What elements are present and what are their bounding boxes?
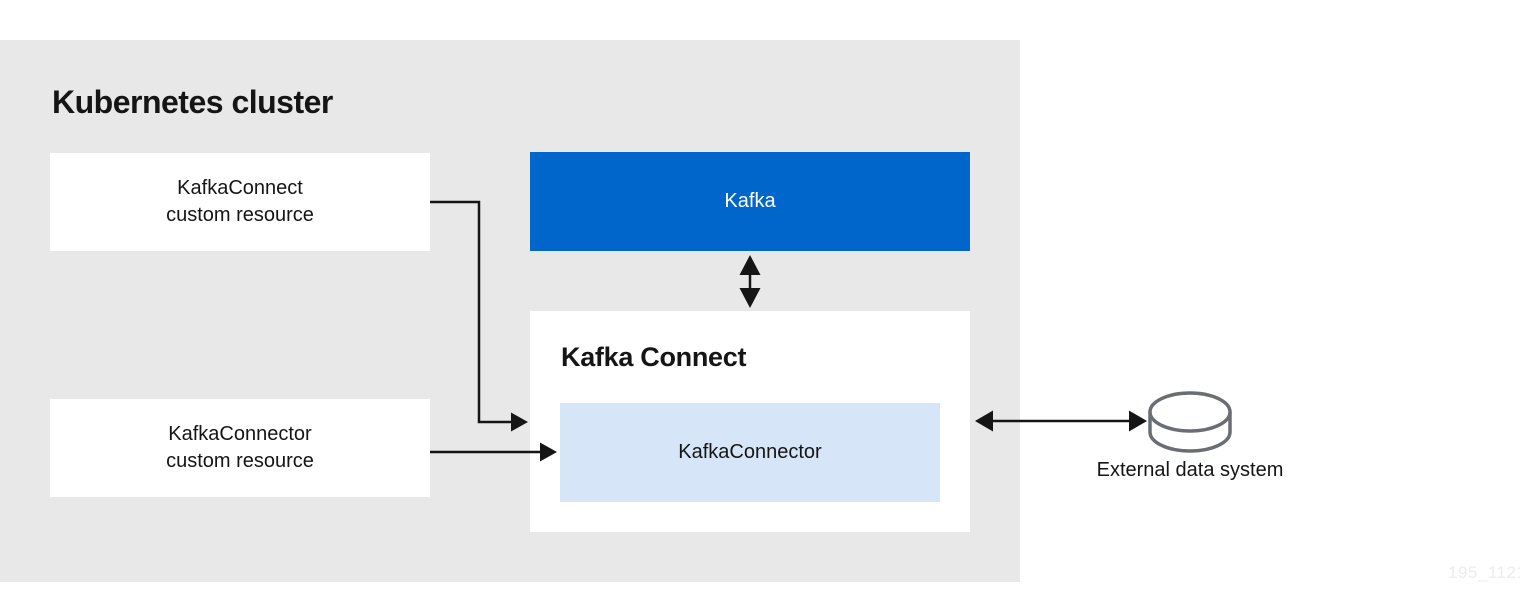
kafka-connect-cr-label-line1: KafkaConnect [177,177,303,199]
external-data-system-label: External data system [1096,459,1284,481]
kafka-box: Kafka [530,152,970,251]
kafka-connector-cr-box: KafkaConnector custom resource [50,399,430,497]
kafka-connector-label: KafkaConnector [678,441,822,463]
kafka-connect-box: Kafka Connect KafkaConnector [530,311,970,532]
kafka-connector-box: KafkaConnector [560,403,940,502]
kafka-connect-cr-label-line2: custom resource [166,204,314,226]
kafka-connect-cr-box: KafkaConnect custom resource [50,153,430,251]
kafka-label: Kafka [724,190,776,212]
cluster-title: Kubernetes cluster [52,84,333,120]
database-cylinder-icon [1148,391,1232,453]
kafka-connector-cr-label-line2: custom resource [166,450,314,472]
kafka-connector-cr-label-line1: KafkaConnector [168,423,312,445]
watermark-label: 195_1121 [1448,563,1520,582]
kafka-connect-title: Kafka Connect [561,342,747,372]
